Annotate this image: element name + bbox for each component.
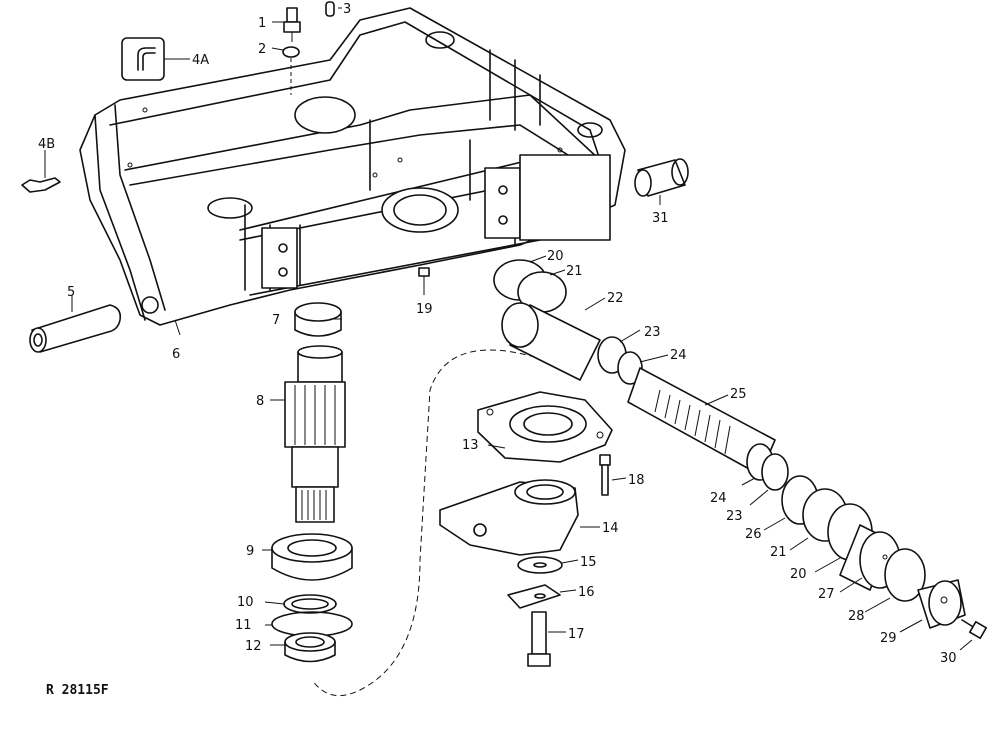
callout-21-upper: 21 [566, 264, 583, 279]
callout-3: 3 [343, 2, 351, 17]
ring-part-23-lower [761, 453, 789, 491]
callout-11: 11 [235, 618, 252, 633]
callout-24-upper: 24 [670, 348, 687, 363]
callout-20-lower: 20 [790, 567, 807, 582]
callout-30: 30 [940, 651, 957, 666]
callout-23-lower: 23 [726, 509, 743, 524]
bushing-part-31 [634, 158, 689, 205]
bolt-part-17 [527, 611, 551, 667]
bearing-part-12 [284, 632, 336, 663]
callout-26: 26 [745, 527, 762, 542]
callout-5: 5 [67, 285, 75, 300]
callout-1: 1 [258, 16, 266, 31]
bushing-part-7 [294, 302, 342, 337]
callout-13: 13 [462, 438, 479, 453]
ring-part-24-upper [617, 351, 643, 385]
ring-part-28 [884, 548, 926, 602]
callout-10: 10 [237, 595, 254, 610]
lock-plate-part-16 [507, 584, 561, 609]
splined-shaft-part-8 [284, 345, 346, 523]
callout-22: 22 [607, 291, 624, 306]
lever-part-14 [439, 479, 579, 556]
washer-part-2 [282, 46, 300, 58]
leader-lines [174, 7, 973, 651]
callout-14: 14 [602, 521, 619, 536]
callout-17: 17 [568, 627, 585, 642]
callout-19: 19 [416, 302, 433, 317]
housing-part-6 [79, 7, 626, 326]
figure-reference-code: R 28115F [46, 683, 109, 698]
fitting-part-1 [283, 7, 301, 42]
end-cap-part-29 [917, 579, 966, 629]
callout-23-upper: 23 [644, 325, 661, 340]
callout-27: 27 [818, 587, 835, 602]
plug-part-3 [325, 1, 335, 17]
pin-part-5 [29, 295, 122, 353]
sleeve-part-22 [501, 302, 601, 381]
callout-31: 31 [652, 211, 669, 226]
grease-fitting-part-4b [21, 150, 61, 193]
callout-18: 18 [628, 473, 645, 488]
callout-24-lower: 24 [710, 491, 727, 506]
callout-4b: 4B [38, 137, 55, 152]
callout-15: 15 [580, 555, 597, 570]
snap-ring-part-10 [283, 594, 337, 614]
callout-9: 9 [246, 544, 254, 559]
washer-part-15 [517, 556, 563, 574]
bolt-part-19 [418, 267, 430, 285]
callout-16: 16 [578, 585, 595, 600]
bearing-part-9 [271, 533, 353, 581]
callout-6: 6 [172, 347, 180, 362]
callout-20-upper: 20 [547, 249, 564, 264]
cover-part-13 [477, 391, 613, 463]
callout-7: 7 [272, 313, 280, 328]
callout-4a: 4A [192, 53, 209, 68]
screw-part-30 [961, 619, 987, 639]
callout-12: 12 [245, 639, 262, 654]
callout-25: 25 [730, 387, 747, 402]
callout-29: 29 [880, 631, 897, 646]
callout-21-lower: 21 [770, 545, 787, 560]
bolt-part-18 [599, 454, 611, 496]
callout-8: 8 [256, 394, 264, 409]
callout-labels: 1 2 3 4A 4B 5 6 7 8 9 10 11 12 13 14 15 … [38, 2, 957, 698]
callout-28: 28 [848, 609, 865, 624]
callout-2: 2 [258, 42, 266, 57]
elbow-fitting-part-4a [121, 37, 190, 81]
